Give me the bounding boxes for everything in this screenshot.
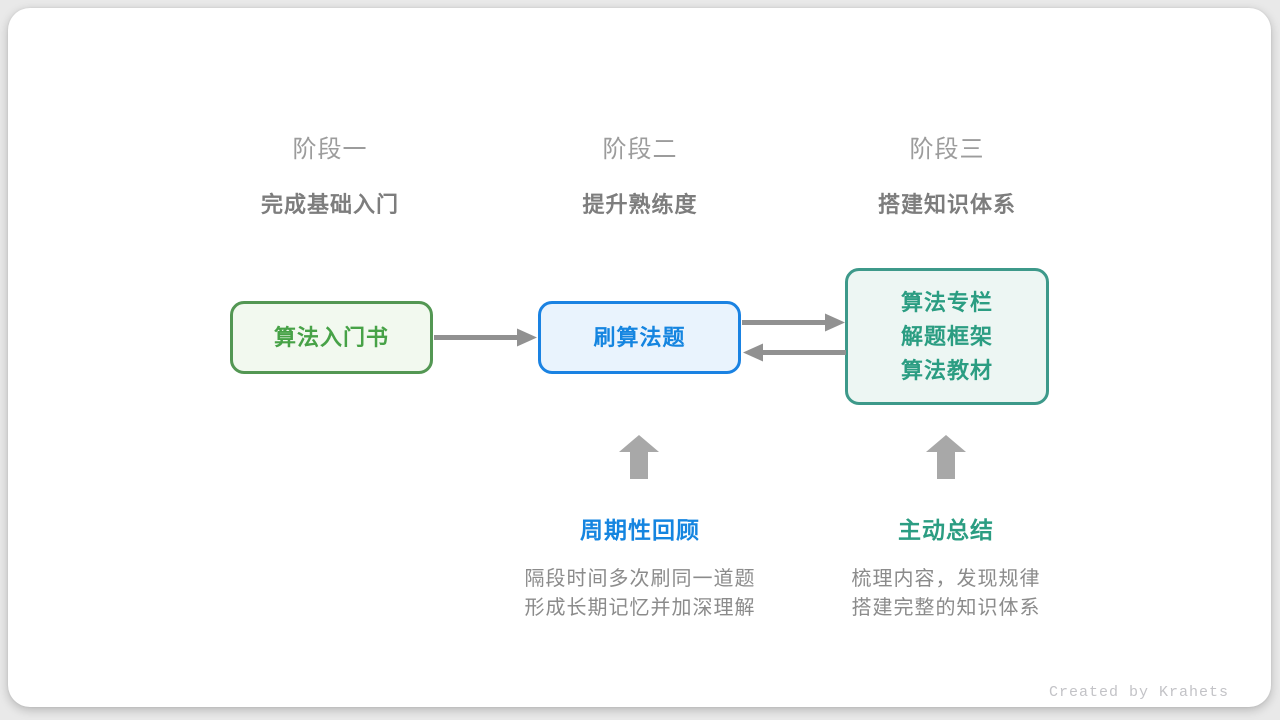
note-active-summary-desc: 梳理内容，发现规律 搭建完整的知识体系 [786,565,1106,623]
note-active-summary-desc-line-2: 搭建完整的知识体系 [851,597,1041,619]
arrow-up-icon [926,435,966,479]
stage-3-subtitle: 搭建知识体系 [877,192,1016,217]
note-periodic-review-desc: 隔段时间多次刷同一道题 形成长期记忆并加深理解 [480,565,800,623]
credit-text: Created by Krahets [1048,684,1229,701]
note-periodic-review-title: 周期性回顾 [580,517,700,543]
node-knowledge-line-3: 算法教材 [900,357,993,383]
arrow-left-icon [743,343,846,362]
node-intro-book: 算法入门书 [230,301,433,374]
stage-1-label: 阶段一 [292,136,368,163]
node-knowledge-sources: 算法专栏 解题框架 算法教材 [845,268,1049,405]
node-intro-book-label: 算法入门书 [273,324,389,350]
diagram-canvas: 阶段一 完成基础入门 阶段二 提升熟练度 阶段三 搭建知识体系 算法入门书 刷算… [8,8,1271,707]
stage-3-label: 阶段三 [909,136,985,163]
note-periodic-review: 周期性回顾 隔段时间多次刷同一道题 形成长期记忆并加深理解 [480,511,800,623]
node-practice-problems-label: 刷算法题 [593,324,686,350]
stage-2-subtitle: 提升熟练度 [582,192,698,217]
stage-2-label: 阶段二 [602,136,678,163]
arrow-up-icon [619,435,659,479]
stage-3-header: 阶段三 搭建知识体系 [797,129,1097,219]
node-knowledge-line-2: 解题框架 [900,323,993,349]
stage-1-header: 阶段一 完成基础入门 [180,129,480,219]
node-knowledge-line-1: 算法专栏 [900,289,993,315]
stage-2-header: 阶段二 提升熟练度 [490,129,790,219]
note-periodic-review-desc-line-2: 形成长期记忆并加深理解 [524,597,756,619]
note-active-summary-title: 主动总结 [898,517,994,543]
note-periodic-review-desc-line-1: 隔段时间多次刷同一道题 [524,568,756,590]
note-active-summary-desc-line-1: 梳理内容，发现规律 [851,568,1041,590]
arrow-right-icon [742,313,845,332]
arrow-right-icon [434,328,537,347]
stage-1-subtitle: 完成基础入门 [260,192,399,217]
note-active-summary: 主动总结 梳理内容，发现规律 搭建完整的知识体系 [786,511,1106,623]
node-practice-problems: 刷算法题 [538,301,741,374]
